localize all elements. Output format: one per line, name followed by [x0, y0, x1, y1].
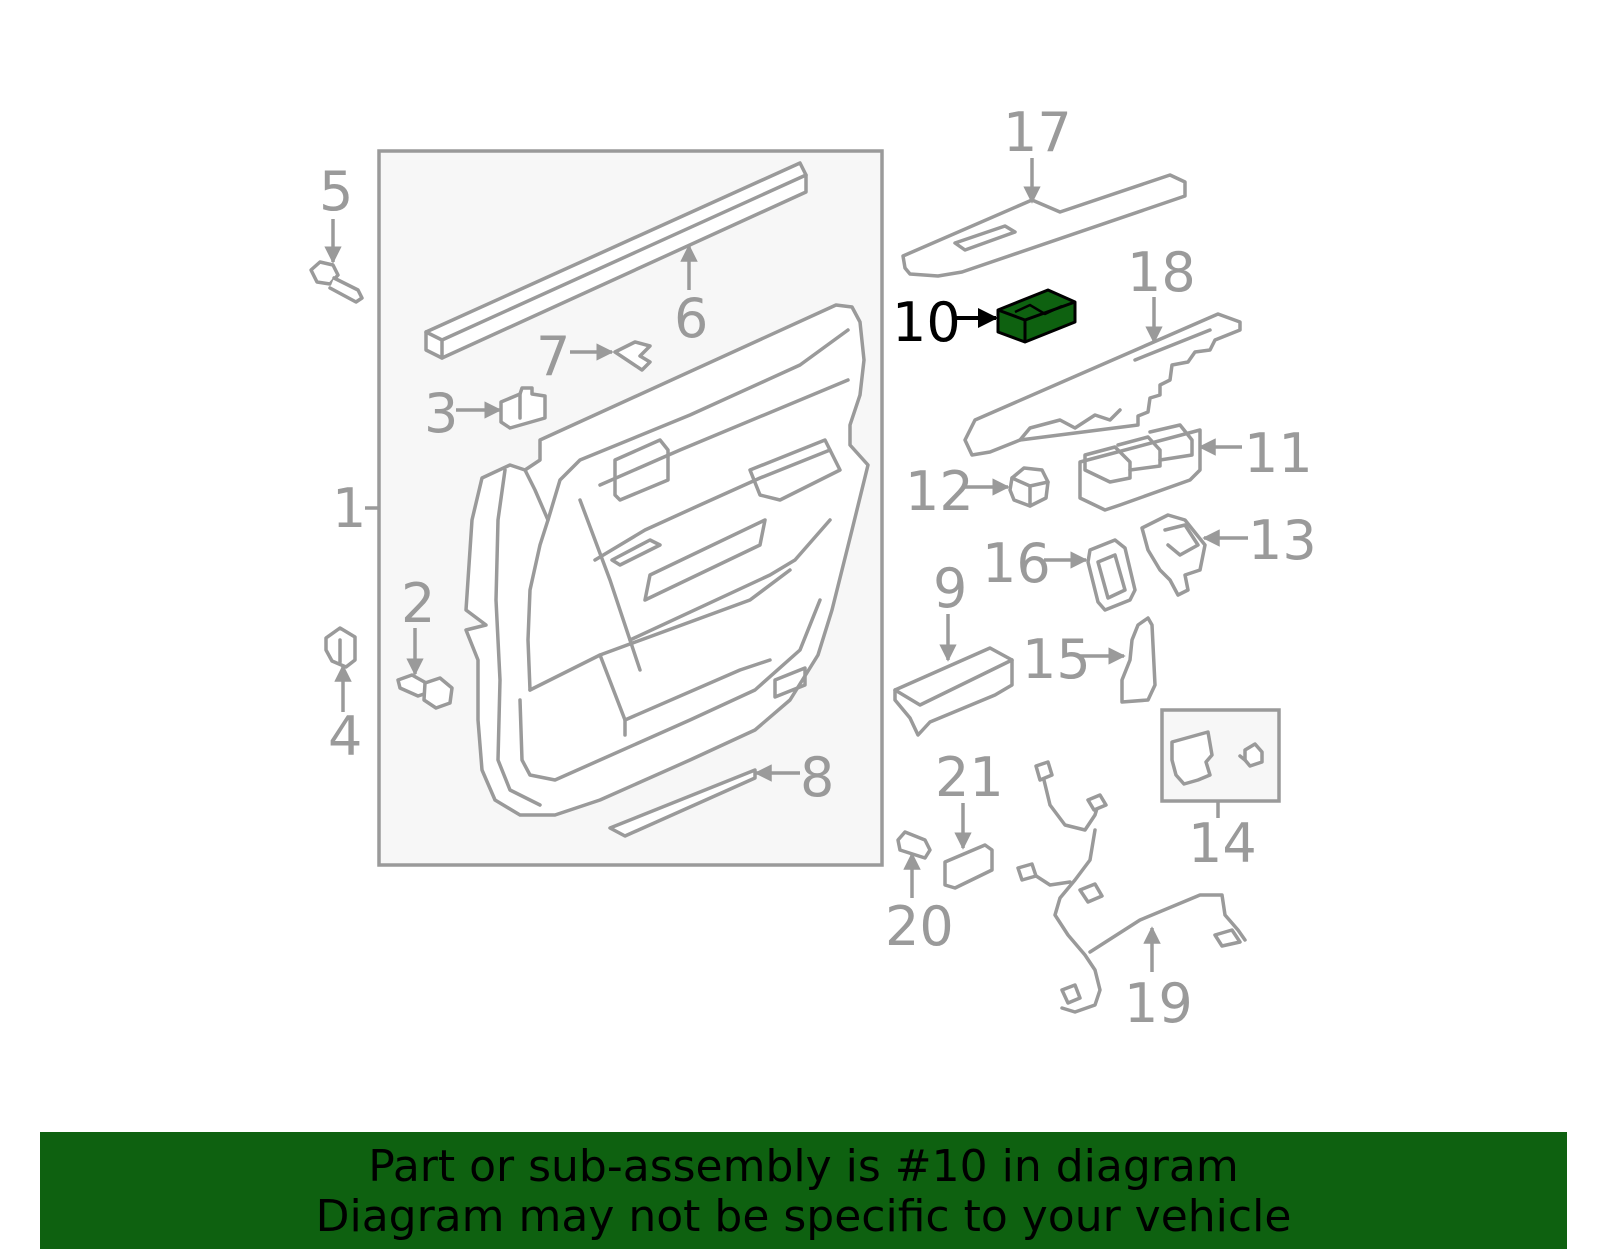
callout-9: 9 [933, 557, 967, 620]
part-6-sill-strip[interactable] [424, 161, 808, 360]
callout-7: 7 [536, 325, 570, 388]
part-19-harness[interactable] [1016, 760, 1247, 1014]
callout-20: 20 [885, 895, 954, 958]
callout-12: 12 [905, 460, 974, 523]
info-banner: Part or sub-assembly is #10 in diagram D… [40, 1132, 1567, 1249]
callout-1: 1 [332, 477, 366, 540]
callout-5: 5 [319, 160, 353, 223]
part-21-sensor[interactable] [943, 843, 994, 890]
banner-line-2: Diagram may not be specific to your vehi… [315, 1191, 1292, 1242]
part-16-switch[interactable] [1086, 538, 1137, 612]
callout-8: 8 [800, 746, 834, 809]
callout-2: 2 [401, 572, 435, 635]
callout-14: 14 [1188, 812, 1257, 875]
part-1-door-panel[interactable] [464, 303, 870, 817]
banner-line-1: Part or sub-assembly is #10 in diagram [368, 1141, 1239, 1192]
callout-19: 19 [1124, 972, 1193, 1035]
part-13-switch[interactable] [1140, 513, 1207, 597]
callout-13: 13 [1248, 509, 1317, 572]
part-9-armrest[interactable] [893, 646, 1014, 737]
part-15-bracket[interactable] [1120, 616, 1157, 704]
part-14-kit[interactable] [1160, 708, 1281, 803]
callout-18: 18 [1127, 241, 1196, 304]
part-5-screw[interactable] [309, 260, 364, 304]
callout-17: 17 [1003, 101, 1072, 164]
callout-21: 21 [935, 746, 1004, 809]
part-10-highlighted[interactable] [996, 288, 1077, 344]
callout-3: 3 [424, 382, 458, 445]
part-20-socket[interactable] [896, 830, 932, 860]
part-4-clip[interactable] [324, 626, 357, 669]
part-3-bracket[interactable] [499, 386, 547, 430]
callout-15: 15 [1022, 628, 1091, 691]
part-12-switch-knob[interactable] [1008, 466, 1050, 508]
callout-16: 16 [982, 532, 1051, 595]
part-2-bolt[interactable] [396, 673, 454, 710]
callout-6: 6 [674, 287, 708, 350]
part-7-clip[interactable] [613, 340, 652, 372]
part-18-switch-panel[interactable] [963, 312, 1242, 457]
part-17-garnish[interactable] [901, 173, 1187, 278]
part-11-master-switch[interactable] [1078, 423, 1202, 512]
callout-11: 11 [1244, 422, 1313, 485]
callout-10: 10 [892, 291, 961, 354]
callout-4: 4 [328, 705, 362, 768]
